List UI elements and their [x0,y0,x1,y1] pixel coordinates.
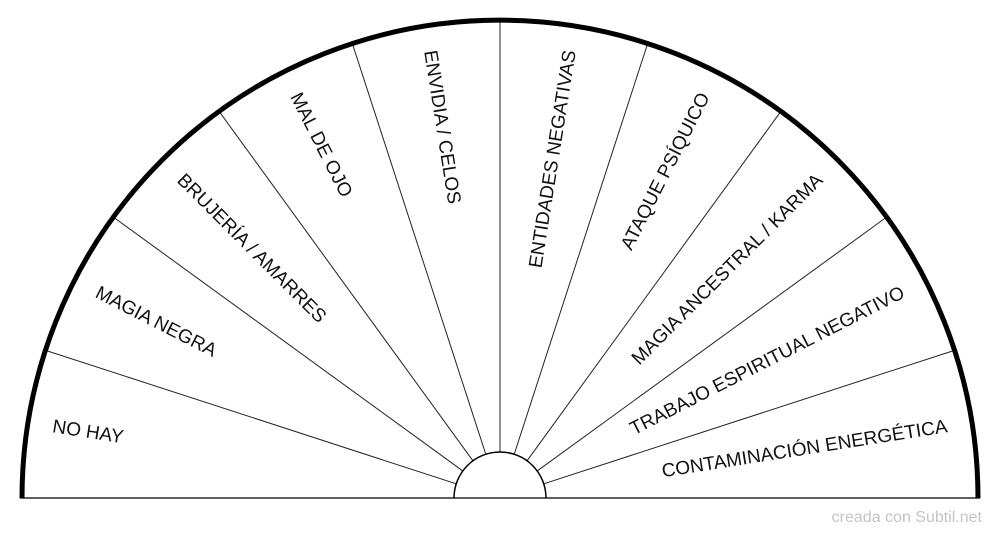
sector-label: ATAQUE PSÍQUICO [617,89,714,253]
sector-divider [513,44,648,455]
sector-label: NO HAY [51,416,125,448]
sector-dividers [46,21,954,485]
sector-label: ENTIDADES NEGATIVAS [526,49,581,270]
sector-label: ENVIDIA / CELOS [419,49,464,206]
sector-label: MAL DE OJO [285,89,356,200]
sector-label: TRABAJO ESPIRITUAL NEGATIVO [627,283,908,440]
sector-divider [46,350,457,485]
sector-divider [543,350,954,485]
sector-divider [219,111,474,462]
sector-divider [536,217,887,472]
sector-divider [113,217,464,472]
sector-divider [352,44,487,455]
sector-label: CONTAMINACIÓN ENERGÉTICA [660,415,949,482]
sector-label: MAGIA NEGRA [92,283,220,362]
outer-arc [19,17,981,499]
sector-divider [526,111,781,462]
credit-watermark: creada con Subtil.net [831,509,982,526]
sector-label: BRUJERÍA / AMARRES [173,170,330,327]
center-hub [453,451,547,499]
